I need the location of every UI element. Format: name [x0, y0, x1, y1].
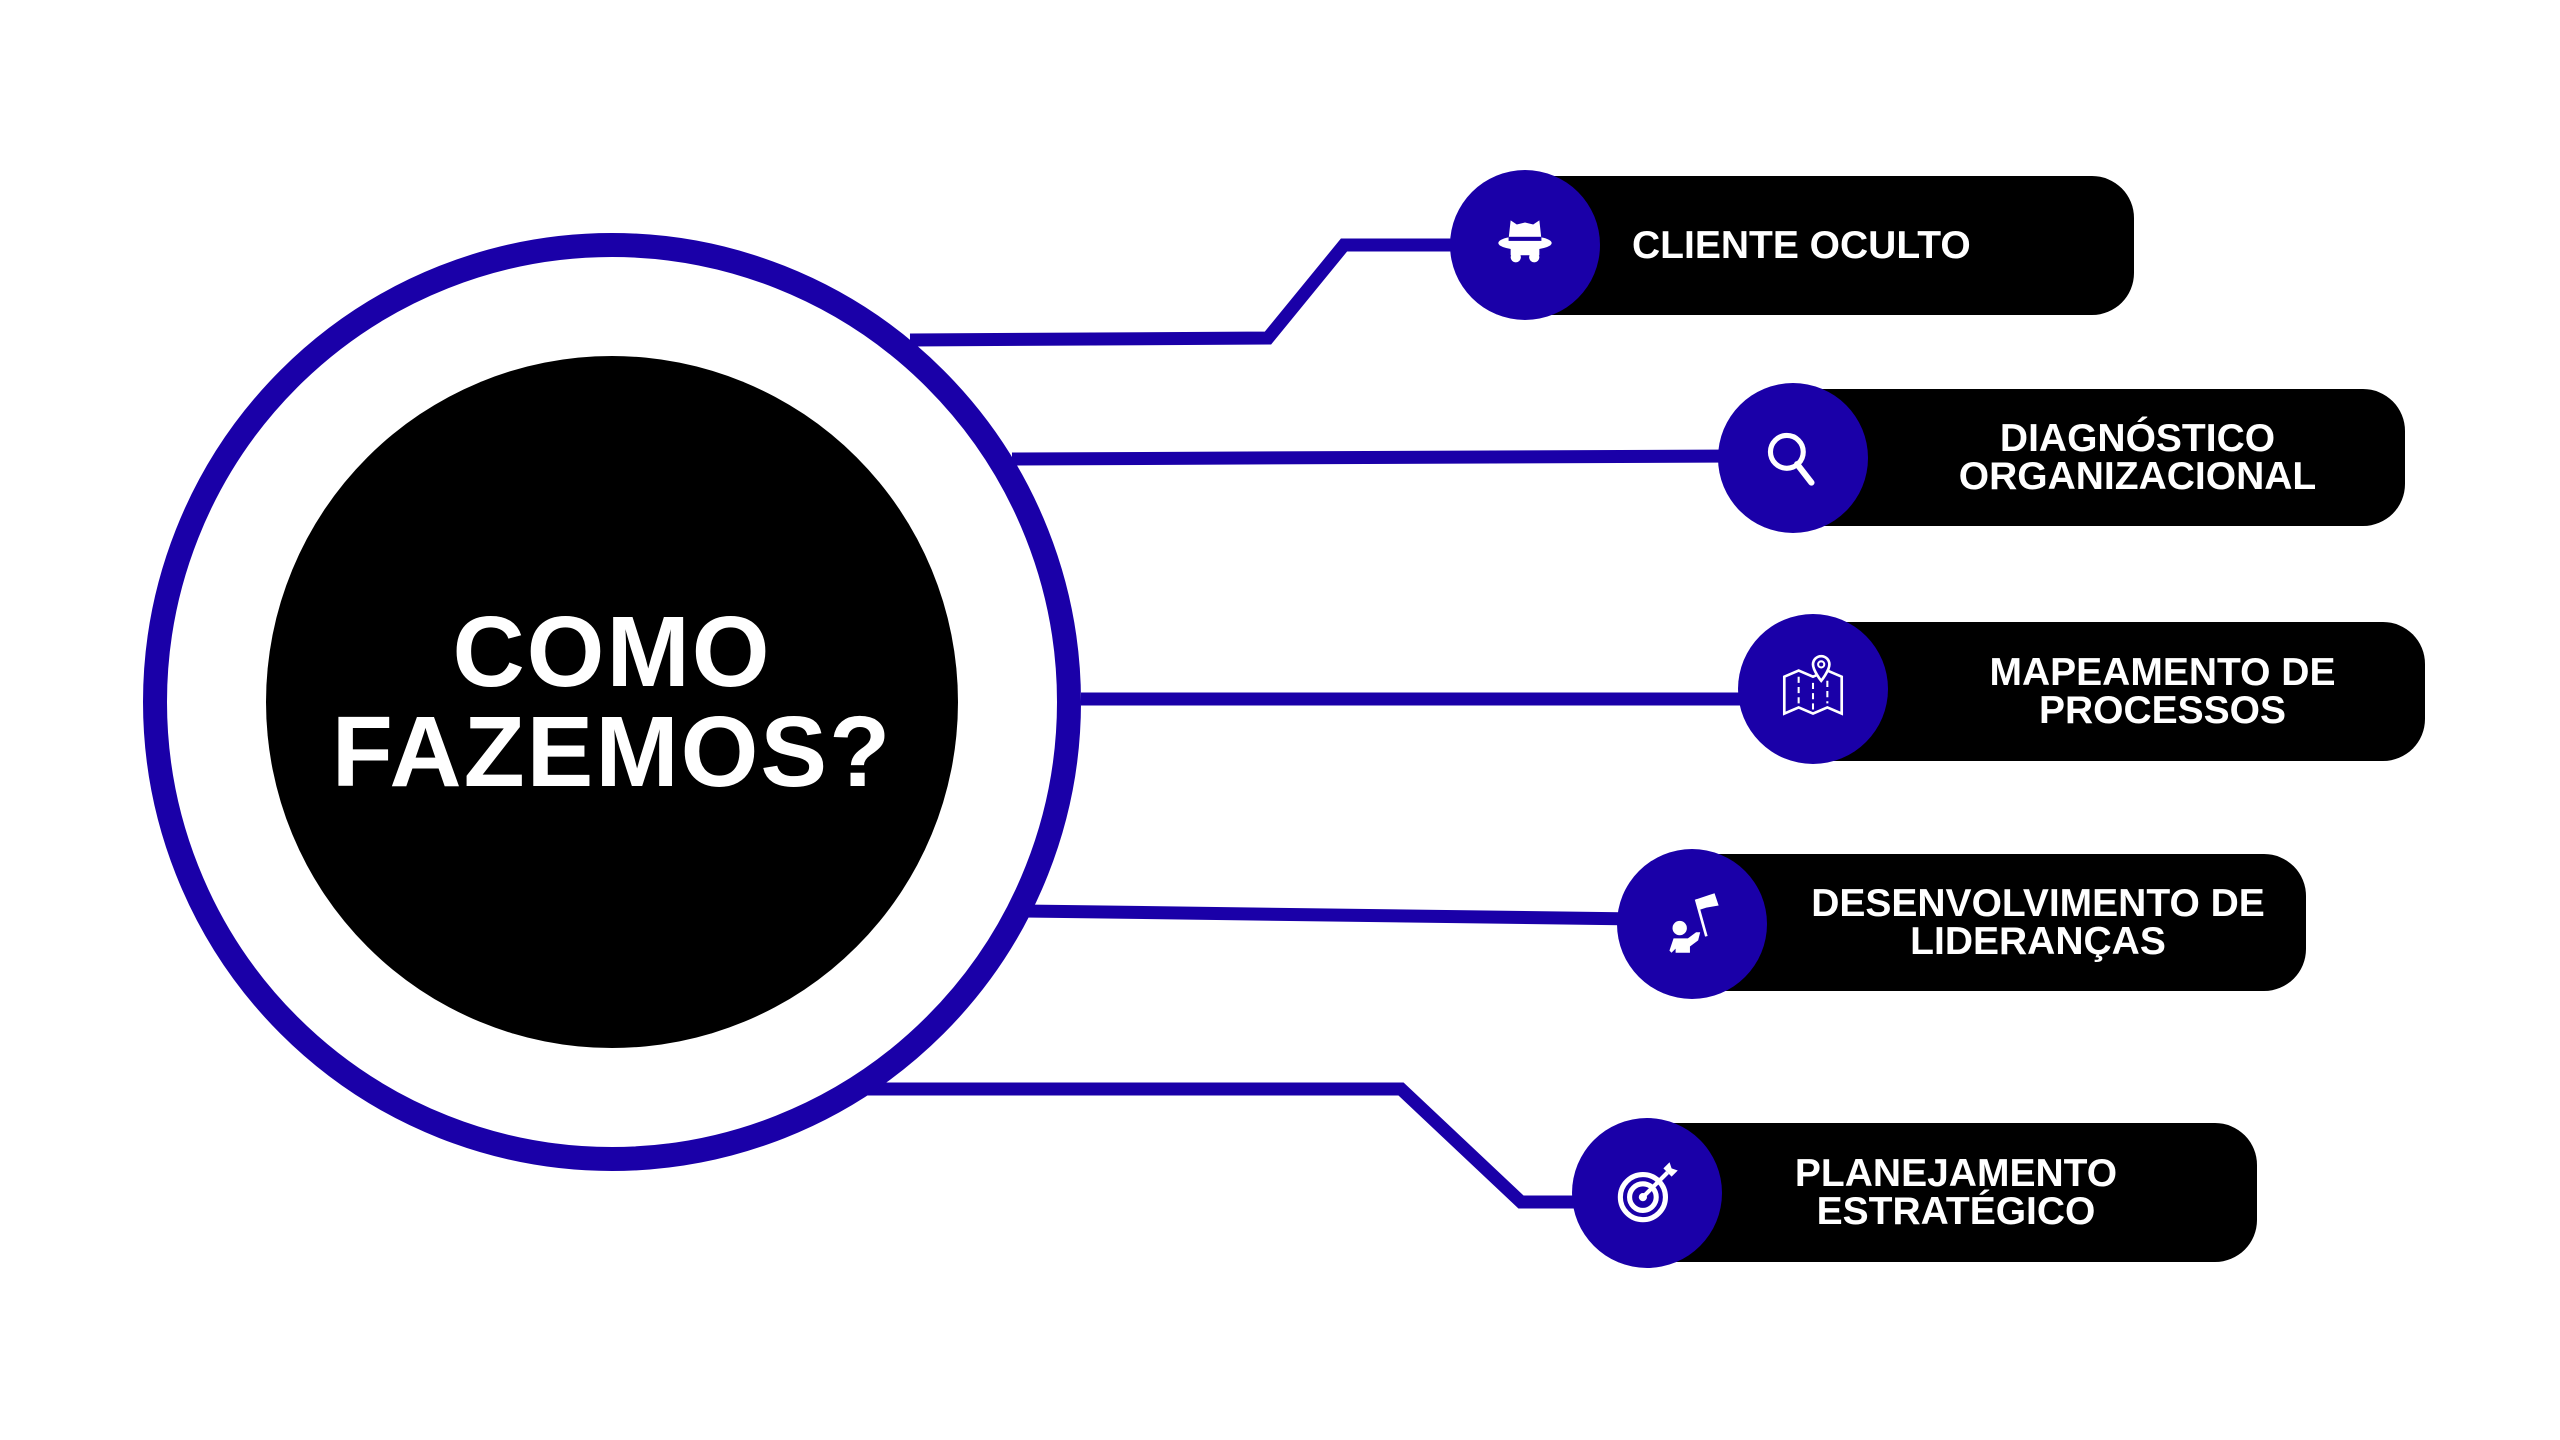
center-circle: COMO FAZEMOS?: [266, 356, 958, 1048]
item-label-line1: DESENVOLVIMENTO DE: [1811, 881, 2265, 925]
item-label-line2: LIDERANÇAS: [1910, 919, 2166, 963]
center-title-line1: COMO: [452, 596, 772, 708]
item-label: CLIENTE OCULTO: [1632, 223, 1971, 267]
item-label-line1: MAPEAMENTO DE: [1989, 650, 2336, 694]
connector-5: [852, 1082, 1590, 1209]
item-icon-badge: [1572, 1118, 1722, 1268]
item-label-line1: DIAGNÓSTICO: [1999, 416, 2276, 460]
leader-flag-icon: [1669, 893, 1719, 953]
connector-2: [1011, 449, 1741, 466]
item-desenvolvimento-de-liderancas: DESENVOLVIMENTO DE LIDERANÇAS: [1700, 854, 2306, 991]
connector-4: [1023, 904, 1641, 926]
item-cliente-oculto: CLIENTE OCULTO: [1535, 176, 2134, 315]
item-label-line1: PLANEJAMENTO: [1794, 1151, 2118, 1195]
target-arrow-icon: [1617, 1162, 1678, 1223]
item-diagnostico-organizacional: DIAGNÓSTICO ORGANIZACIONAL: [1800, 389, 2405, 526]
item-label-line2: ORGANIZACIONAL: [1958, 454, 2317, 498]
map-pin-icon: [1782, 654, 1844, 716]
item-icon-badge: [1738, 614, 1888, 764]
spy-hat-icon: [1498, 220, 1552, 263]
center-title-line2: FAZEMOS?: [331, 696, 893, 808]
magnifier-icon: [1767, 432, 1815, 486]
item-mapeamento-de-processos: MAPEAMENTO DE PROCESSOS: [1820, 622, 2425, 761]
connector-1: [909, 238, 1480, 347]
item-icon-badge: [1718, 383, 1868, 533]
item-planejamento-estrategico: PLANEJAMENTO ESTRATÉGICO: [1655, 1123, 2257, 1262]
item-icon-badge: [1617, 849, 1767, 999]
item-icon-badge: [1450, 170, 1600, 320]
item-label-line2: ESTRATÉGICO: [1816, 1189, 2096, 1233]
item-label-line2: PROCESSOS: [2038, 688, 2287, 732]
